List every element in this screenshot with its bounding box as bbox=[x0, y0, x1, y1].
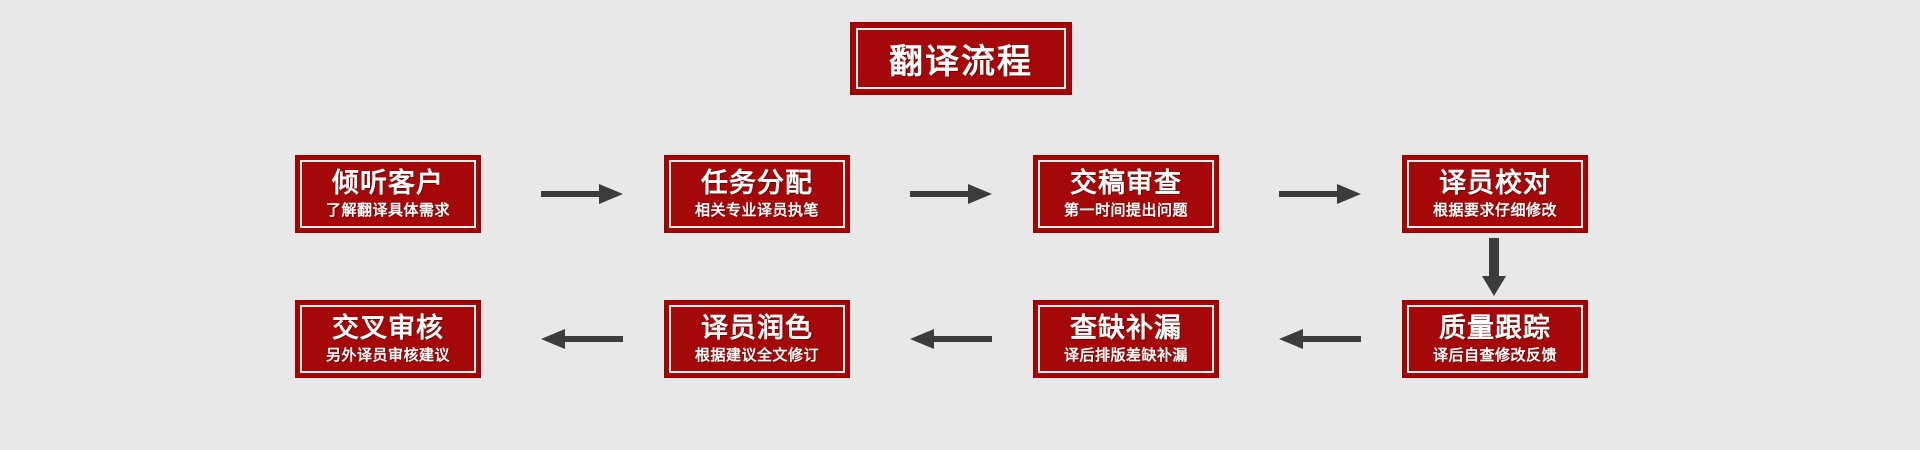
step-box-task-assignment[interactable]: 任务分配 相关专业译员执笔 bbox=[664, 155, 850, 233]
step-subtitle: 译后自查修改反馈 bbox=[1432, 345, 1557, 364]
step-box-translator-polishing[interactable]: 译员润色 根据建议全文修订 bbox=[664, 300, 850, 378]
step-box-listen-to-client[interactable]: 倾听客户 了解翻译具体需求 bbox=[295, 155, 481, 233]
step-subtitle: 另外译员审核建议 bbox=[325, 345, 450, 364]
arrow-left-icon bbox=[1279, 326, 1361, 352]
step-box-translator-proofreading[interactable]: 译员校对 根据要求仔细修改 bbox=[1402, 155, 1588, 233]
step-subtitle: 相关专业译员执笔 bbox=[694, 200, 819, 219]
arrow-left-icon bbox=[910, 326, 992, 352]
step-box-quality-tracking[interactable]: 质量跟踪 译后自查修改反馈 bbox=[1402, 300, 1588, 378]
arrow-right-icon bbox=[541, 181, 623, 207]
step-subtitle: 根据要求仔细修改 bbox=[1432, 200, 1557, 219]
arrow-right-icon bbox=[1279, 181, 1361, 207]
step-box-submission-review[interactable]: 交稿审查 第一时间提出问题 bbox=[1033, 155, 1219, 233]
arrow-right-icon bbox=[910, 181, 992, 207]
step-subtitle: 第一时间提出问题 bbox=[1063, 200, 1188, 219]
step-box-gap-checking[interactable]: 查缺补漏 译后排版差缺补漏 bbox=[1033, 300, 1219, 378]
flowchart-title-box: 翻译流程 bbox=[850, 22, 1072, 95]
step-subtitle: 了解翻译具体需求 bbox=[325, 200, 450, 219]
step-box-cross-review[interactable]: 交叉审核 另外译员审核建议 bbox=[295, 300, 481, 378]
step-title: 任务分配 bbox=[701, 167, 813, 199]
page-title: 翻译流程 bbox=[889, 42, 1033, 82]
arrow-down-icon bbox=[1481, 238, 1507, 296]
step-subtitle: 译后排版差缺补漏 bbox=[1063, 345, 1188, 364]
step-title: 译员润色 bbox=[701, 312, 813, 344]
step-title: 交稿审查 bbox=[1070, 167, 1182, 199]
step-title: 交叉审核 bbox=[332, 312, 444, 344]
arrow-left-icon bbox=[541, 326, 623, 352]
step-title: 质量跟踪 bbox=[1439, 312, 1551, 344]
step-title: 查缺补漏 bbox=[1070, 312, 1182, 344]
step-title: 译员校对 bbox=[1439, 167, 1551, 199]
step-title: 倾听客户 bbox=[332, 167, 444, 199]
step-subtitle: 根据建议全文修订 bbox=[694, 345, 819, 364]
